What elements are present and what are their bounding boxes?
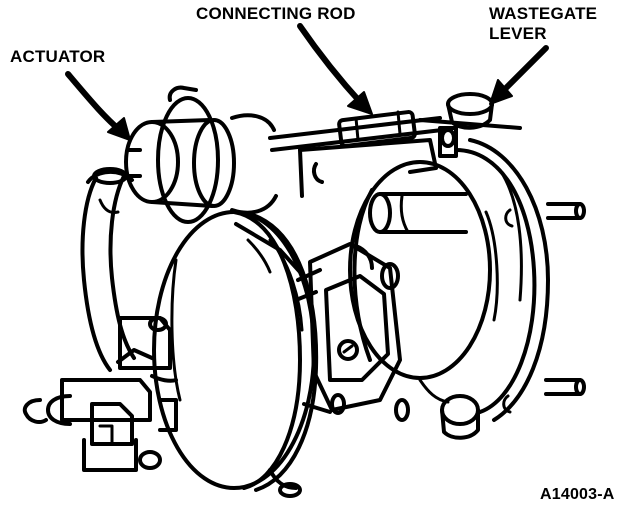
- lever-label: LEVER: [489, 24, 547, 43]
- actuator-arrow: [65, 71, 125, 135]
- leader-arrows: [65, 23, 549, 141]
- wastegate-lever: [438, 92, 494, 158]
- front-fittings: [22, 316, 178, 472]
- connecting-rod-label: CONNECTING ROD: [196, 4, 356, 23]
- actuator-arrowhead: [107, 117, 131, 141]
- actuator-label: ACTUATOR: [10, 47, 106, 66]
- wastegate-label: WASTEGATE: [489, 4, 598, 23]
- connecting-rod-arrow: [297, 23, 365, 107]
- figure-id-label: A14003-A: [540, 486, 615, 503]
- connecting-rod-arrowhead: [347, 91, 373, 115]
- coolant-hose: [80, 167, 136, 372]
- compressor-housing: [152, 210, 319, 498]
- actuator-canister: [124, 85, 278, 224]
- connecting-rod: [268, 110, 522, 152]
- wastegate-lever-arrow: [497, 45, 549, 97]
- wastegate-lever-arrowhead: [489, 79, 513, 105]
- turbine-housing: [298, 138, 586, 440]
